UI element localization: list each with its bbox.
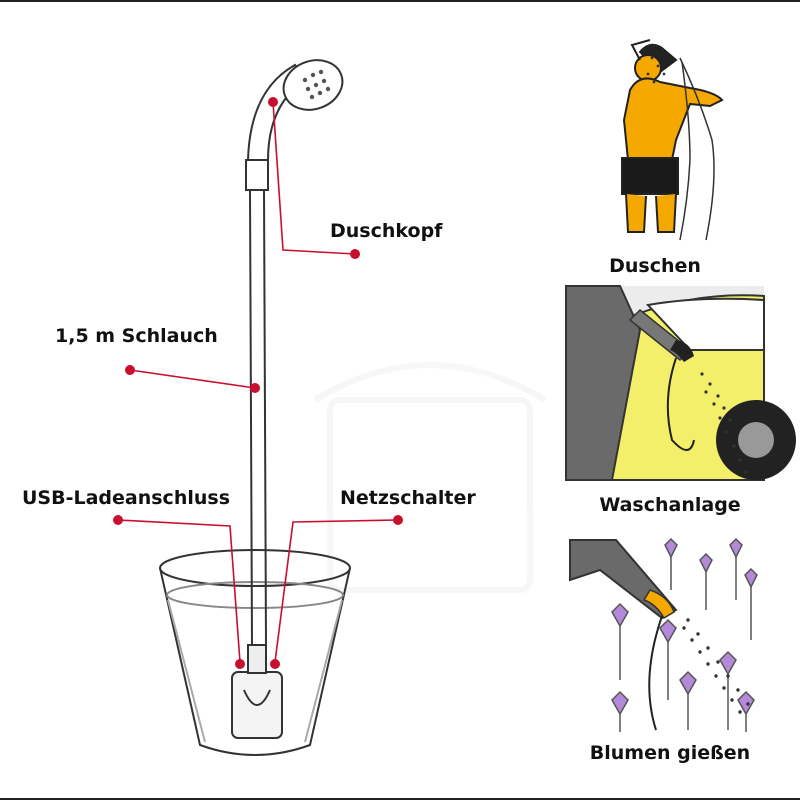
label-showerhead: Duschkopf <box>330 220 443 242</box>
caption-showering: Duschen <box>609 255 701 277</box>
caption-car-wash: Waschanlage <box>599 494 741 516</box>
pump-unit <box>231 644 283 739</box>
label-usb-port: USB-Ladeanschluss <box>22 487 230 509</box>
callout-dots <box>113 97 403 669</box>
bucket <box>159 549 351 756</box>
callout-lines <box>117 101 399 663</box>
label-power-switch: Netzschalter <box>340 487 476 509</box>
hose <box>249 189 267 646</box>
caption-watering-flowers: Blumen gießen <box>589 742 751 764</box>
showerhead <box>245 59 344 191</box>
label-hose: 1,5 m Schlauch <box>55 325 218 347</box>
watermark-logo <box>313 362 547 593</box>
